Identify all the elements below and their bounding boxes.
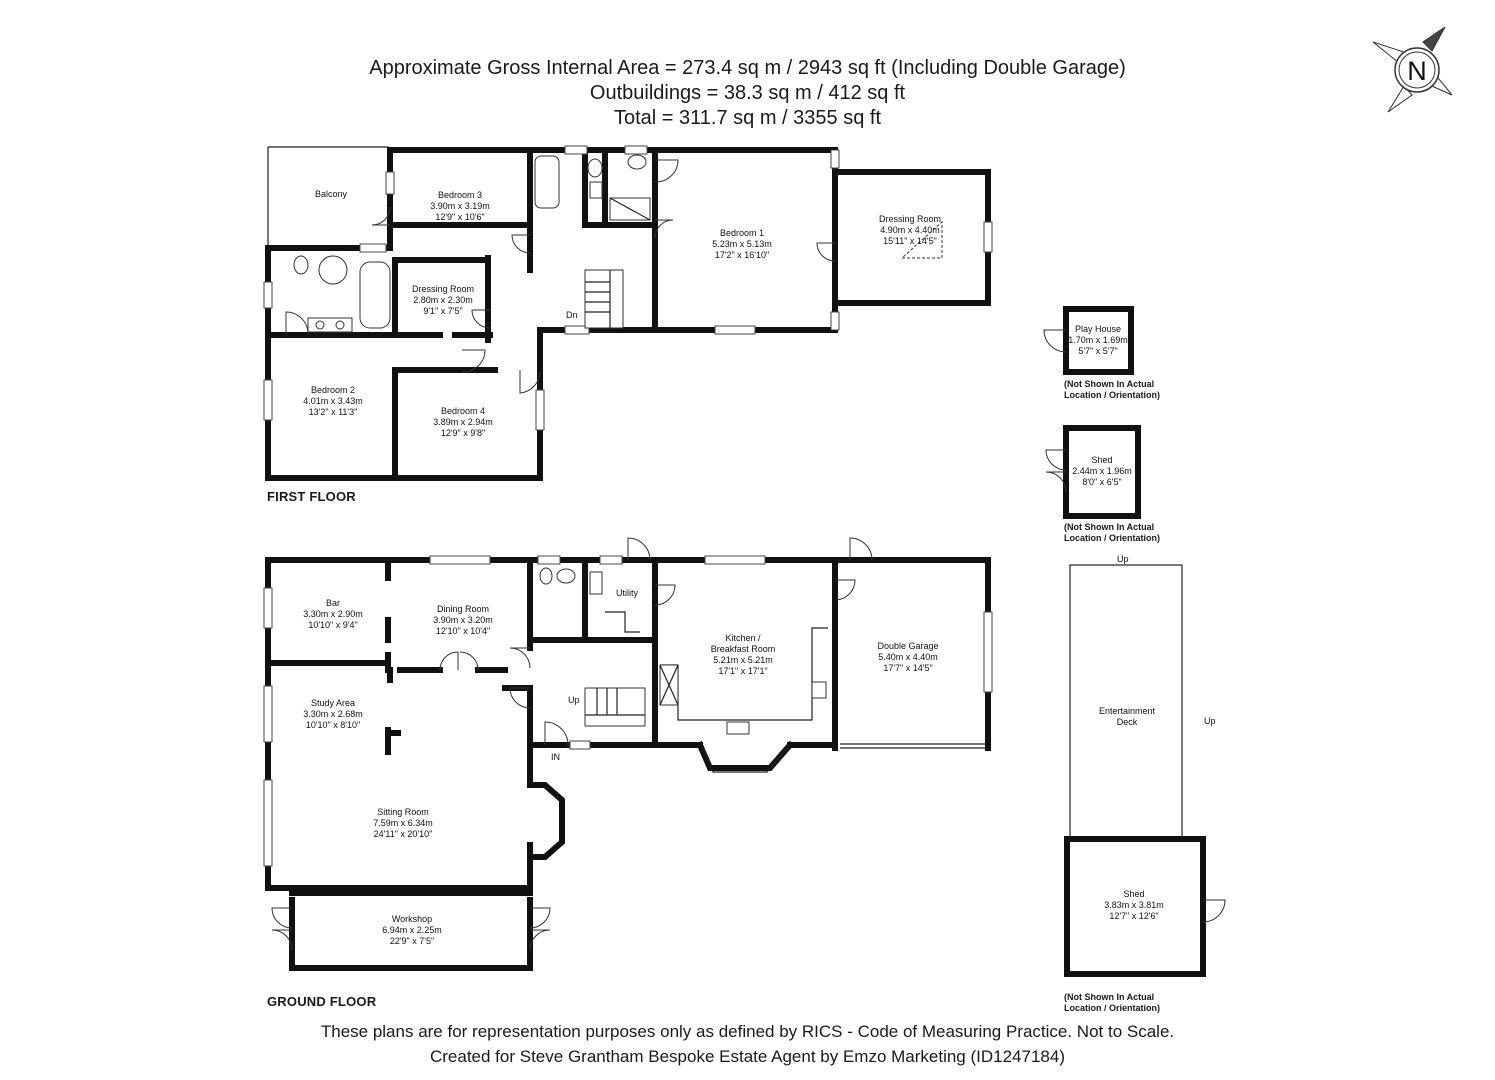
study-imperial: 10'10" x 8'10" [306,720,360,730]
play-house-plan [1043,306,1134,375]
utility-name: Utility [616,588,638,598]
play-house-imperial: 5'7" x 5'7" [1078,346,1117,356]
entertainment-deck-plan: Up Up [1069,554,1216,838]
sitting-name: Sitting Room [377,807,429,817]
shed1-note-line-1: (Not Shown In Actual [1064,522,1155,532]
shed2-location-note: (Not Shown In Actual Location / Orientat… [1064,992,1160,1014]
garage-metric: 5.40m x 4.40m [878,652,938,662]
shower-tray-icon [318,255,348,285]
stairs-down-label: Dn [566,310,578,320]
vanity-icon [307,317,353,333]
deck-up-label-top: Up [1117,554,1129,564]
compass-north-label: N [1407,56,1427,86]
shed-2-metric: 3.83m x 3.81m [1104,900,1164,910]
bedroom2-metric: 4.01m x 3.43m [303,396,363,406]
dining-metric: 3.90m x 3.20m [433,615,493,625]
disclaimer-line-2: Created for Steve Grantham Bespoke Estat… [429,1047,1065,1066]
play-house-metric: 1.70m x 1.69m [1068,335,1128,345]
bedroom1-name: Bedroom 1 [720,228,764,238]
bar-imperial: 10'10" x 9'4" [308,620,357,630]
workshop-metric: 6.94m x 2.25m [382,925,442,935]
bedroom1-imperial: 17'2" x 16'10" [715,250,769,260]
dressing-room-2-metric: 4.90m x 4.40m [880,225,940,235]
stairs-up-label: Up [568,695,580,705]
dining-name: Dining Room [437,604,489,614]
disclaimer-line-1: These plans are for representation purpo… [320,1022,1175,1041]
shed-1-metric: 2.44m x 1.96m [1072,466,1132,476]
sitting-imperial: 24'11" x 20'10" [374,829,433,839]
bedroom4-name: Bedroom 4 [441,406,485,416]
utility-sink-icon [589,571,603,595]
workshop-name: Workshop [392,914,432,924]
area-summary-line-3: Total = 311.7 sq m / 3355 sq ft [613,107,881,129]
workshop-imperial: 22'9" x 7'5" [390,936,434,946]
kitchen-imperial: 17'1" x 17'1" [718,666,767,676]
kitchen-name-1: Kitchen / [725,633,761,643]
area-summary-line-1: Approximate Gross Internal Area = 273.4 … [369,57,1126,79]
shed2-note-line-2: Location / Orientation) [1064,1003,1160,1013]
bedroom4-imperial: 12'9" x 9'8" [441,428,485,438]
shed-1-plan [1045,425,1141,519]
study-metric: 3.30m x 2.68m [303,709,363,719]
sitting-metric: 7.59m x 6.34m [373,818,433,828]
dining-imperial: 12'10" x 10'4" [436,626,490,636]
first-floor-plan: Dn [263,145,993,481]
ground-floor-plan: Up IN [263,537,993,971]
playhouse-note-line-1: (Not Shown In Actual [1064,379,1155,389]
kitchen-metric: 5.21m x 5.21m [713,655,773,665]
wc-icon [539,567,553,585]
toilet-icon [587,158,603,178]
dressing-room-2-imperial: 15'11" x 14'5" [883,236,937,246]
shed-1-name: Shed [1091,455,1112,465]
dressing-room-2-name: Dressing Room [879,214,941,224]
bedroom3-name: Bedroom 3 [438,190,482,200]
bedroom4-metric: 3.89m x 2.94m [433,417,493,427]
shed2-note-line-1: (Not Shown In Actual [1064,992,1155,1002]
garage-name: Double Garage [877,641,938,651]
shed-2-imperial: 12'7" x 12'6" [1109,911,1158,921]
sink-icon [589,181,603,199]
deck-name-2: Deck [1117,717,1138,727]
compass-icon: N [1372,26,1453,113]
bedroom2-imperial: 13'2" x 11'3" [309,407,358,417]
shed1-location-note: (Not Shown In Actual Location / Orientat… [1064,522,1160,544]
kitchen-name-2: Breakfast Room [711,644,776,654]
deck-up-label-side: Up [1204,716,1216,726]
study-name: Study Area [311,698,355,708]
bedroom2-name: Bedroom 2 [311,385,355,395]
area-summary-line-2: Outbuildings = 38.3 sq m / 412 sq ft [589,82,906,104]
dressing-room-1-name: Dressing Room [412,284,474,294]
bedroom3-metric: 3.90m x 3.19m [430,201,490,211]
play-house-name: Play House [1075,324,1121,334]
shed-2-name: Shed [1123,889,1144,899]
bath-icon-2 [359,261,391,329]
bar-name: Bar [326,598,340,608]
kitchen-sink-icon [726,721,750,735]
deck-name-1: Entertainment [1099,706,1156,716]
ground-floor-label: GROUND FLOOR [267,994,377,1009]
playhouse-location-note: (Not Shown In Actual Location / Orientat… [1064,379,1160,401]
shed1-note-line-2: Location / Orientation) [1064,533,1160,543]
bedroom3-imperial: 12'9" x 10'6" [435,212,484,222]
wc-basin-icon [556,568,576,584]
bar-metric: 3.30m x 2.90m [303,609,363,619]
dressing-room-1-imperial: 9'1" x 7'5" [423,306,462,316]
bedroom1-metric: 5.23m x 5.13m [712,239,772,249]
balcony-label: Balcony [315,189,348,199]
dressing-room-1-metric: 2.80m x 2.30m [413,295,473,305]
shed-1-imperial: 8'0" x 6'5" [1082,477,1121,487]
garage-imperial: 17'7" x 14'5" [883,663,932,673]
basin-icon [627,154,647,170]
playhouse-note-line-2: Location / Orientation) [1064,390,1160,400]
hob-icon [811,681,827,699]
shed-2-plan [1064,836,1226,977]
first-floor-label: FIRST FLOOR [267,489,356,504]
toilet-icon-2 [293,255,309,275]
bath-icon [534,155,560,209]
entrance-label: IN [551,752,560,762]
